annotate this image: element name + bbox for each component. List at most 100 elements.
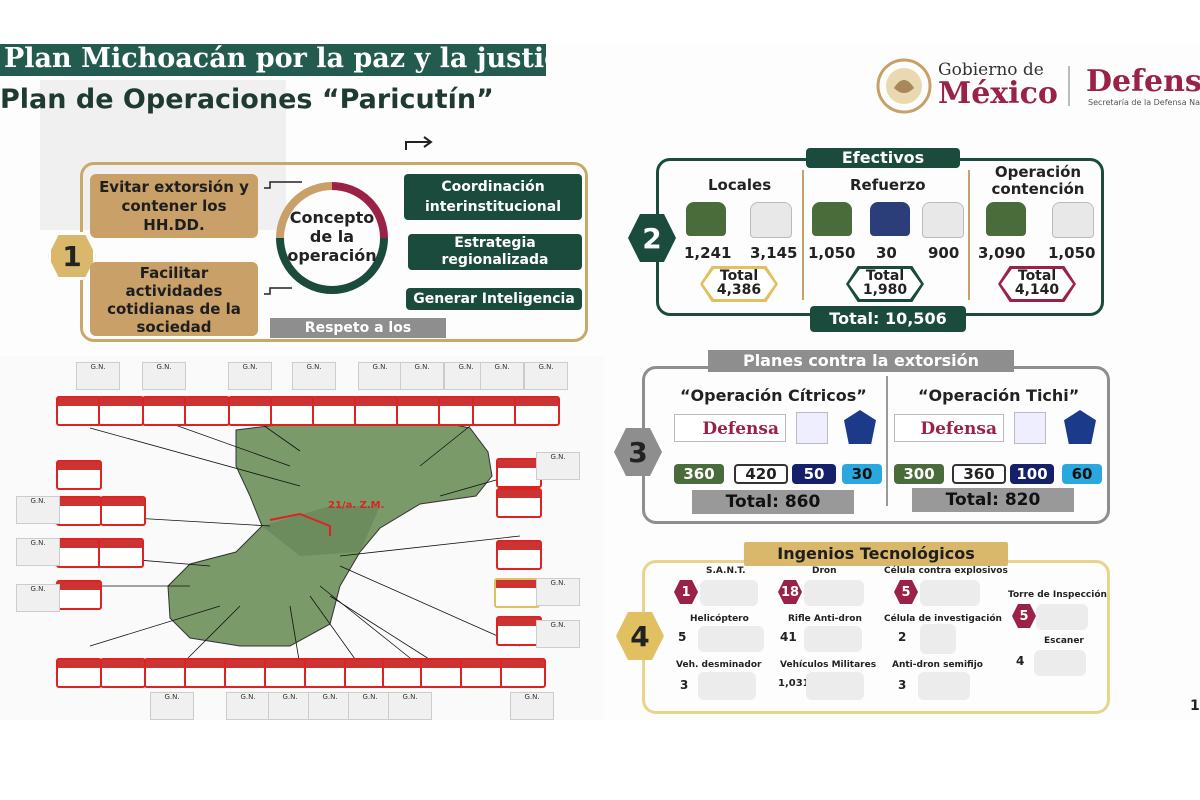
gn-label: G.N. [494,363,510,371]
demining-vehicle-icon [698,672,756,700]
army-soldier-icon [986,202,1026,236]
item-sant-label: S.A.N.T. [706,566,746,576]
item-dron-count: 18 [778,580,802,604]
gn-box: G.N. [76,362,120,390]
concept-center-text: Concepto de la operación [287,208,377,265]
unit-box [56,580,102,610]
unit-box [264,658,310,688]
item-celula-investigacion-count: 2 [898,630,907,644]
unit-box [184,396,230,426]
unit-box [354,396,400,426]
team-icon [920,580,980,606]
gn-label: G.N. [30,585,46,593]
count-value: 3,090 [978,244,1026,262]
unit-box [56,538,102,568]
gn-label: G.N. [242,363,258,371]
item-antidron-count: 3 [898,678,907,692]
unit-box [56,396,102,426]
strategy-intelligence: Generar Inteligencia [406,288,582,310]
count-value: 30 [876,244,897,262]
unit-box [472,396,518,426]
gn-label: G.N. [90,363,106,371]
section-number-2: 2 [628,214,676,262]
divider [968,170,970,300]
gn-box: G.N. [510,692,554,720]
item-escaner-label: Escaner [1044,636,1084,646]
unit-box [494,578,540,608]
unit-box [224,658,270,688]
total-locales: Total 4,386 [700,266,778,302]
michoacan-map [80,415,521,667]
unit-box [56,496,102,526]
item-celula-investigacion-label: Célula de investigación [884,614,1002,624]
total-refuerzo-text: Total 1,980 [849,269,921,299]
total-contencion-text: Total 4,140 [1001,269,1073,299]
item-torre-count: 5 [1012,604,1036,628]
unit-box [56,460,102,490]
unit-box [56,658,102,688]
mexico-text: México [938,76,1058,111]
drone-plane-icon [700,580,758,606]
gobierno-text: Gobierno de [938,60,1044,80]
item-dron-label: Dron [812,566,837,576]
divider [886,376,888,506]
helicopter-icon [698,626,764,652]
item-celula-explosivos-label: Célula contra explosivos [884,566,1008,576]
navy-soldier-icon [1052,202,1094,238]
unit-box [100,496,146,526]
army-soldier-icon [686,202,726,236]
page-number: 1 [1190,698,1200,714]
defensa-logo: Defensa [894,414,1004,442]
zone-label: 21/a. Z.M. [328,500,385,511]
gn-label: G.N. [30,497,46,505]
gn-label: G.N. [240,693,256,701]
item-rifle-count: 41 [780,630,797,644]
count-value: 1,050 [1048,244,1096,262]
section-number-1: 1 [48,232,96,280]
count-police: 30 [842,464,882,484]
unit-box [98,538,144,568]
item-vehiculos-count: 1,031 [778,678,810,689]
plan-title: Plan Michoacán por la paz y la justicia [0,44,546,76]
item-celula-explosivos-count: 5 [894,580,918,604]
unit-box [270,396,316,426]
gn-label: G.N. [458,363,474,371]
gn-label: G.N. [30,539,46,547]
group-locales-label: Locales [708,176,772,194]
count-value: 1,050 [808,244,856,262]
item-desminador-count: 3 [680,678,689,692]
army-soldier-icon [812,202,852,236]
item-sant-count: 1 [674,580,698,604]
efectivos-title: Efectivos [806,148,960,168]
objective-activities: Facilitar actividades cotidianas de la s… [90,262,258,336]
gn-box: G.N. [400,362,444,390]
gn-label: G.N. [156,363,172,371]
gn-label: G.N. [372,363,388,371]
gn-label: G.N. [402,693,418,701]
gn-box: G.N. [308,692,352,720]
unit-box [496,458,542,488]
count-value: 3,145 [750,244,798,262]
count-army: 360 [674,464,724,484]
gn-label: G.N. [306,363,322,371]
gn-box: G.N. [150,692,194,720]
item-torre-label: Torre de Inspección [1008,590,1107,600]
gn-box: G.N. [16,584,60,612]
gn-box: G.N. [536,578,580,606]
unit-box [312,396,358,426]
item-escaner-count: 4 [1016,654,1025,668]
gn-box: G.N. [524,362,568,390]
total-contencion: Total 4,140 [998,266,1076,302]
group-refuerzo-label: Refuerzo [850,176,926,194]
gn-box: G.N. [480,362,524,390]
navy-soldier-icon [922,202,964,238]
gn-label: G.N. [164,693,180,701]
item-antidron-label: Anti-dron semifijo [892,660,983,670]
item-helicoptero-label: Helicóptero [690,614,749,624]
arrow-icon [405,136,433,150]
total-tichi: Total: 820 [912,488,1074,512]
gn-box: G.N. [388,692,432,720]
count-gn: 50 [792,464,836,484]
gn-box: G.N. [228,362,272,390]
gn-box: G.N. [348,692,392,720]
